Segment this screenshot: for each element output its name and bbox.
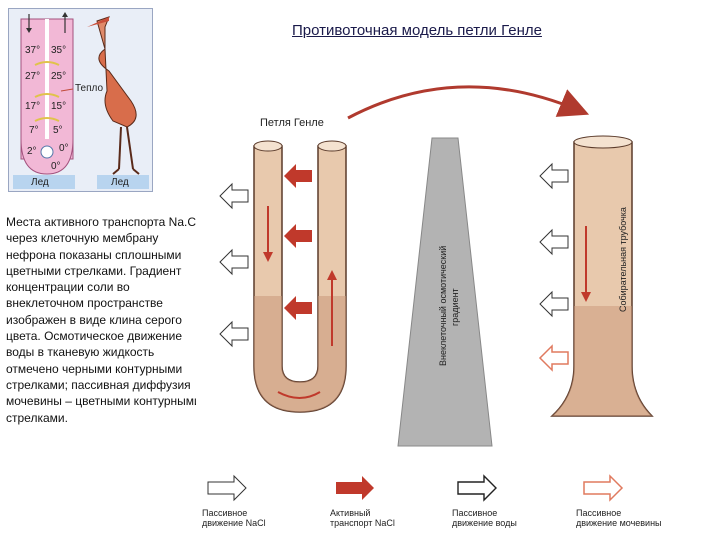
temp-right-5: 0°: [59, 143, 69, 154]
legend-label-4a: Пассивное: [576, 508, 621, 518]
legend-arrow-passive-urea: [583, 474, 624, 502]
gradient-label-1: Внеклеточный осмотический: [438, 246, 448, 366]
legend-arrow-passive-water: [457, 474, 497, 502]
active-nacl-arrow-2: [284, 224, 312, 248]
legend-label-1b: движение NaCl: [202, 518, 266, 528]
legend-arrow-active-nacl: [336, 476, 374, 500]
temp-left-3: 17°: [25, 101, 41, 112]
heron-illustration: [13, 12, 149, 189]
counter-current-diagram: Петля Генле Внеклеточный осмотический гр…: [196, 66, 694, 528]
legend-label-2b: транспорт NaCl: [330, 518, 395, 528]
ice-right-label: Лед: [111, 177, 129, 188]
passive-water-arrow-4: [539, 228, 569, 256]
temp-left-1: 37°: [25, 45, 41, 56]
temp-left-2: 27°: [25, 71, 41, 82]
temp-left-5: 2°: [27, 146, 37, 157]
temp-right-3: 15°: [51, 101, 67, 112]
osmotic-gradient-wedge: [397, 137, 493, 447]
temp-right-2: 25°: [51, 71, 67, 82]
passive-urea-arrow-1: [538, 344, 569, 372]
temp-right-1: 35°: [51, 45, 67, 56]
duct-label: Собирательная трубочка: [618, 207, 628, 312]
ice-left-label: Лед: [31, 177, 49, 188]
temp-right-4: 5°: [53, 125, 63, 136]
heat-label: Тепло: [75, 83, 104, 94]
active-nacl-arrow-1: [284, 164, 312, 188]
flow-arc-arrow: [347, 85, 590, 120]
passive-water-arrow-2: [219, 320, 249, 348]
active-nacl-arrow-3: [284, 296, 312, 320]
legend-arrow-passive-nacl: [207, 474, 247, 502]
legend-label-1a: Пассивное: [202, 508, 247, 518]
loop-label: Петля Генле: [260, 117, 324, 129]
temp-left-4: 7°: [29, 125, 39, 136]
page-title: Противоточная модель петли Генле: [292, 22, 542, 39]
description-text: Места активного транспорта Na.Cl через к…: [6, 215, 201, 425]
gradient-label-2: градиент: [450, 288, 460, 326]
temp-bottom: 0°: [51, 161, 61, 172]
legend-label-4b: движение мочевины: [576, 518, 662, 528]
diagram-canvas: Петля Генле Внеклеточный осмотический гр…: [202, 85, 662, 528]
legend-label-3b: движение воды: [452, 518, 517, 528]
passive-water-arrow-5: [539, 290, 569, 318]
passive-nacl-arrow-1: [219, 182, 249, 210]
passive-water-arrow-1: [219, 248, 249, 276]
passive-water-arrow-3: [539, 162, 569, 190]
legend-label-3a: Пассивное: [452, 508, 497, 518]
heron-inset: 37° 35° 27° 25° Тепло 17° 15° 7° 5° 2° 0…: [8, 8, 153, 192]
legend-label-2a: Активный: [330, 508, 370, 518]
